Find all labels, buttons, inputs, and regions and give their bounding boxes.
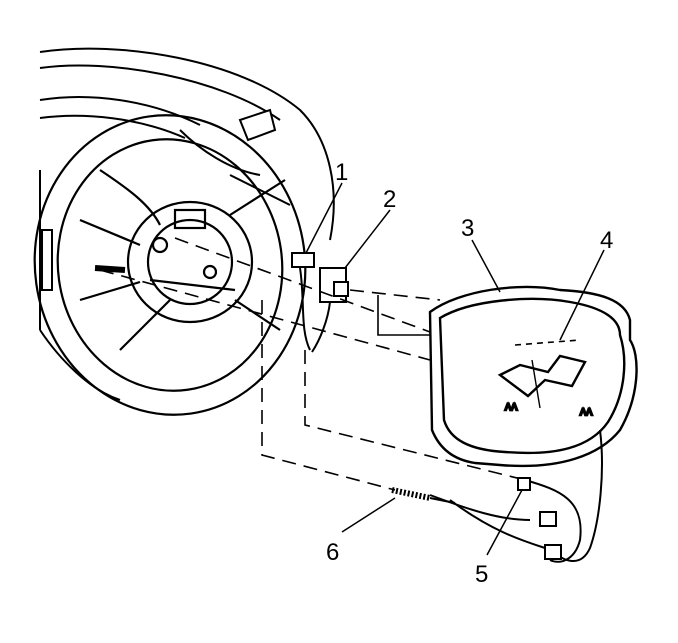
- alignment-lines: [99, 237, 526, 491]
- callout-6: 6: [326, 539, 339, 566]
- callout-labels: 1 2 3 4 5 6: [326, 159, 613, 588]
- spring-pin: [391, 487, 456, 504]
- callout-3: 3: [461, 215, 474, 242]
- svg-text:ᐱᐱ: ᐱᐱ: [505, 402, 518, 412]
- leader-lines: [305, 182, 605, 556]
- callout-4: 4: [600, 227, 613, 254]
- wiring-harness: [429, 429, 603, 563]
- svg-text:ᐱᐱ: ᐱᐱ: [580, 407, 593, 417]
- steering-wheel: [33, 114, 307, 416]
- airbag-module: ᐱᐱ ᐱᐱ: [428, 285, 638, 468]
- instrument-panel: [39, 47, 335, 401]
- callout-2: 2: [383, 186, 396, 213]
- callout-1: 1: [335, 159, 348, 186]
- callout-5: 5: [475, 561, 488, 588]
- connector-assembly: [291, 252, 349, 353]
